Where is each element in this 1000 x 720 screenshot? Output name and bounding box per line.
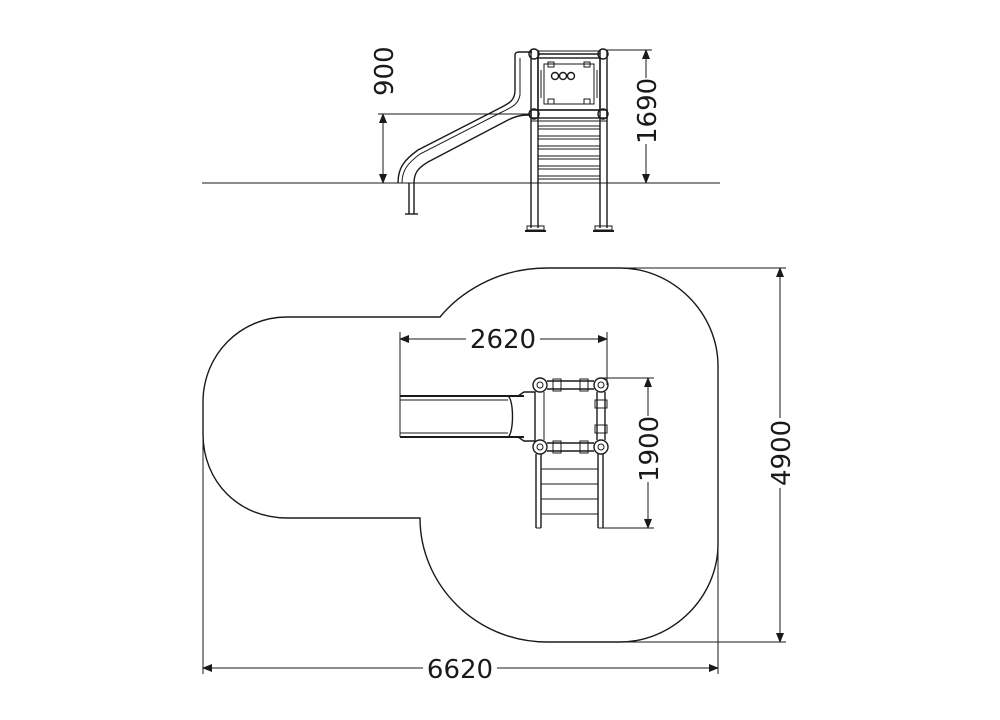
plan-view: 2620 1900 6620 4900 [202,267,797,685]
slide-bed-plan [400,391,536,442]
ladder-side [538,125,600,180]
dimension-overall-width: 4900 [620,267,797,643]
platform-height-label: 900 [370,46,400,96]
dimension-overall-length: 6620 [202,434,719,685]
total-height-label: 1690 [633,78,663,144]
tower-plan [532,377,609,455]
dimension-tower-width: 1900 [601,377,665,529]
overall-length-label: 6620 [427,655,493,685]
tower-panel [528,48,609,111]
slide-length-label: 2620 [470,325,536,355]
dimension-platform-height: 900 [370,46,531,184]
tower-width-label: 1900 [635,416,665,482]
slide-support [405,183,418,215]
dimension-total-height: 1690 [607,49,663,184]
tower-deck [528,108,609,122]
ladder-plan [535,454,604,529]
overall-width-label: 4900 [767,420,797,486]
slide-chute [397,51,532,184]
side-view: 900 1690 [202,46,720,232]
dimension-slide-length: 2620 [399,322,608,437]
